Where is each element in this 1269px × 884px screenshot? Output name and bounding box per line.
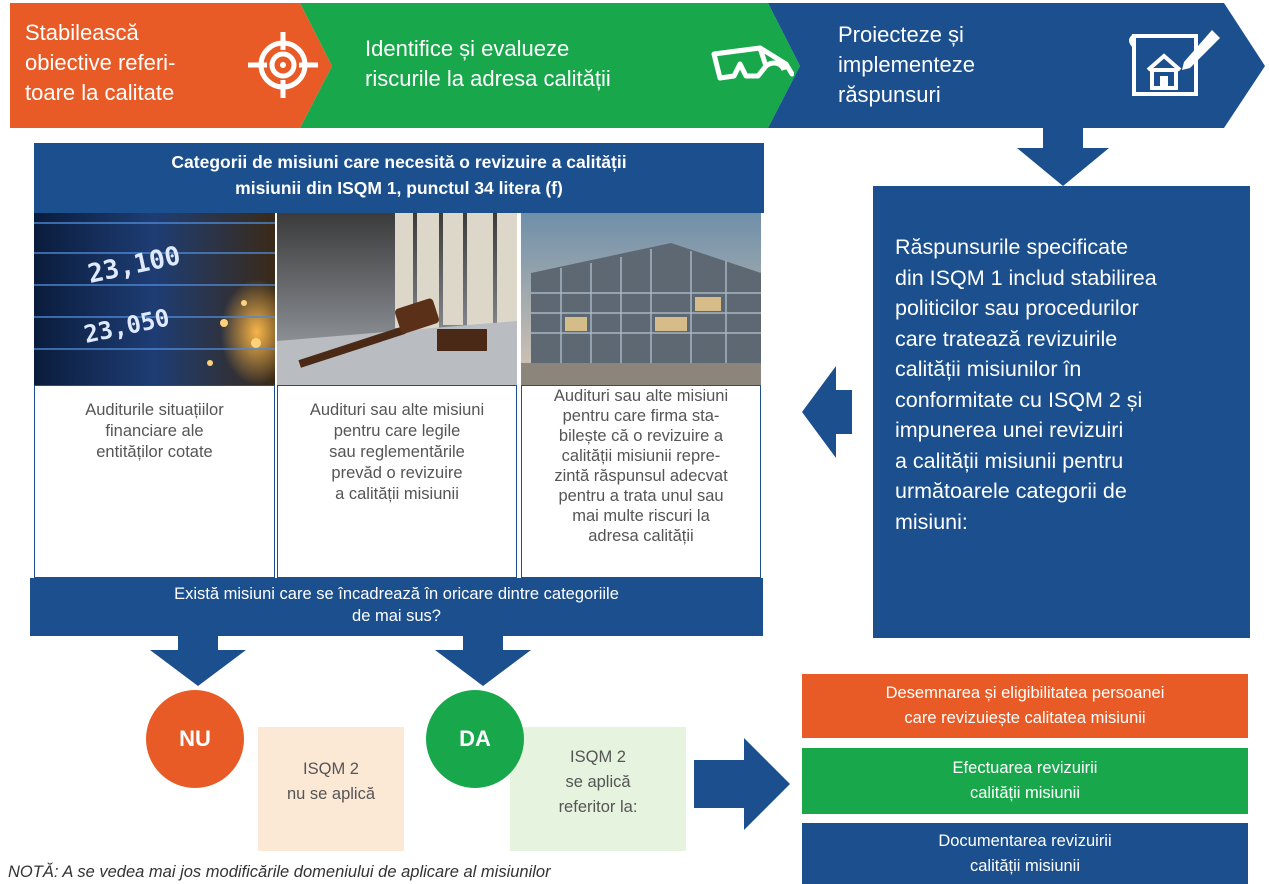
step-2-text: Identifice și evalueze riscurile la adre…	[365, 36, 611, 91]
step-3-text: Proiecteze și implementeze răspunsuri	[838, 22, 975, 107]
blueprint-house-icon	[1129, 30, 1220, 96]
no-panel: ISQM 2 nu se aplică	[258, 727, 404, 851]
arrow-down-yes	[435, 636, 531, 686]
glasses-icon	[711, 45, 794, 81]
gavel-photo	[277, 213, 517, 385]
outcome-designation: Desemnarea și eligibilitatea persoanei c…	[802, 674, 1248, 738]
category-listed-entities: Auditurile situațiilor financiare ale en…	[34, 385, 275, 578]
arrow-down-to-responses	[1017, 128, 1109, 186]
stock-ticker-photo: 23,100 23,050	[34, 213, 275, 385]
outcome-documentation: Documentarea revizuirii calității misiun…	[802, 823, 1248, 884]
step-1-chevron	[10, 3, 332, 128]
step-2-chevron	[300, 3, 800, 128]
outcome-performance: Efectuarea revizuirii calității misiunii	[802, 748, 1248, 814]
arrow-down-no	[150, 636, 246, 686]
step-1-text: Stabilească obiective referi- toare la c…	[25, 20, 176, 105]
question-bar: Există misiuni care se încadrează în ori…	[30, 578, 763, 636]
arrow-left-to-categories	[802, 366, 852, 458]
arrow-right-to-outcomes	[694, 738, 790, 830]
category-firm-determined: Audituri sau alte misiuni pentru care fi…	[521, 385, 761, 578]
process-banner	[10, 3, 1265, 128]
target-icon	[248, 32, 318, 98]
categories-header: Categorii de misiuni care necesită o rev…	[34, 143, 764, 213]
building-photo	[521, 213, 761, 385]
yes-circle: DA	[426, 690, 524, 788]
yes-panel: ISQM 2 se aplică referitor la:	[510, 727, 686, 851]
footnote: NOTĂ: A se vedea mai jos modificările do…	[8, 863, 551, 881]
no-circle: NU	[146, 690, 244, 788]
responses-box: Răspunsurile specificate din ISQM 1 incl…	[873, 186, 1250, 638]
category-law-required: Audituri sau alte misiuni pentru care le…	[277, 385, 517, 578]
